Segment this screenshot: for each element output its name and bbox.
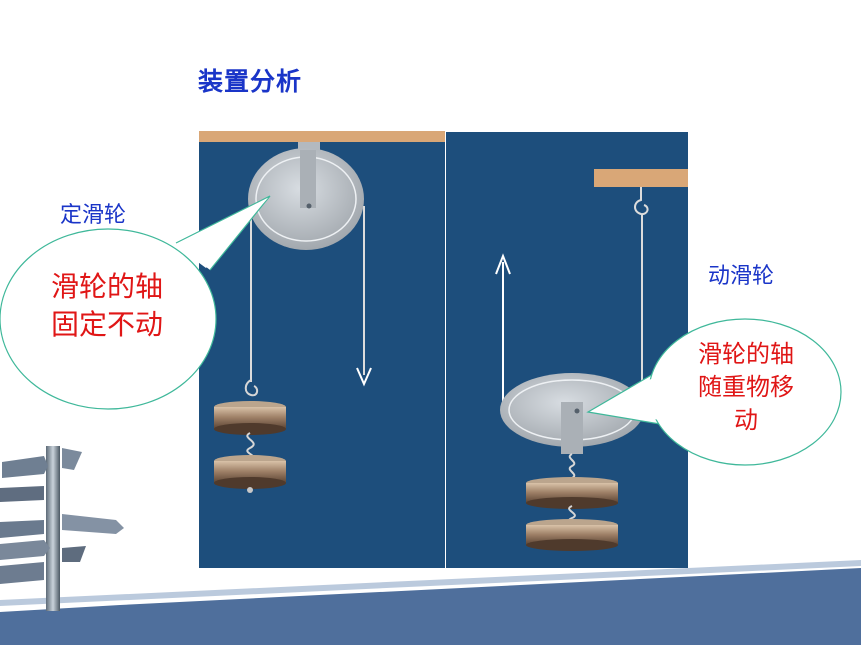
weight-upper-left (214, 401, 286, 435)
pull-down-arrow (356, 367, 372, 387)
fixed-pulley-label: 定滑轮 (60, 203, 127, 228)
movable-pulley-label: 动滑轮 (708, 264, 775, 289)
ceiling-beam-left (199, 131, 445, 142)
movable-pulley-note-line3: 动 (734, 406, 758, 434)
ceiling-beam-right (594, 169, 688, 187)
fixed-pulley-callout (0, 195, 271, 410)
movable-pulley-callout (586, 318, 842, 466)
movable-pulley-note-line1: 滑轮的轴 (698, 340, 794, 368)
pull-up-arrow (495, 253, 511, 275)
signpost-decoration (0, 446, 124, 611)
fixed-pulley-panel (199, 131, 445, 568)
movable-pulley-note-line2: 随重物移 (698, 373, 794, 401)
movable-pulley-note: 滑轮的轴 随重物移 动 (666, 338, 826, 437)
fixed-pulley-note: 滑轮的轴 固定不动 (22, 268, 192, 344)
weight-lower-right (526, 519, 618, 551)
movable-pulley-panel (446, 132, 688, 568)
fixed-pulley-note-line2: 固定不动 (50, 308, 163, 341)
slide-title: 装置分析 (198, 67, 303, 96)
footer-band (0, 560, 861, 645)
movable-pulley-bracket (561, 402, 583, 454)
weight-lower-left (214, 455, 286, 489)
fixed-pulley-note-line1: 滑轮的轴 (50, 270, 163, 303)
weight-upper-right (526, 477, 618, 509)
